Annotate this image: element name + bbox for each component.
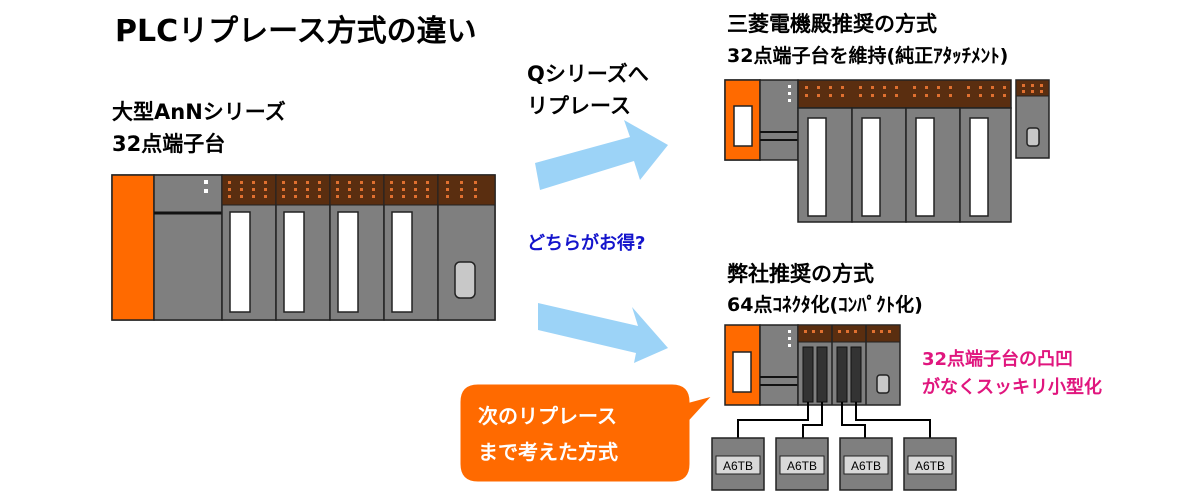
- lower-blue-arrow: [538, 303, 668, 363]
- question-text: どちらがお得?: [527, 233, 646, 254]
- terminal-block: A6TB: [711, 437, 765, 491]
- terminal-block-label: A6TB: [787, 459, 817, 473]
- led-indicators: [228, 181, 477, 198]
- power-module: [724, 324, 761, 406]
- terminal-attachment-modules: [797, 107, 1012, 223]
- power-module: [111, 174, 155, 321]
- callout-bubble: [459, 383, 714, 483]
- cpu-module: [759, 324, 799, 406]
- arrow-label-line2: リプレース: [527, 94, 631, 118]
- arrow-label-line1: Qシリーズへ: [527, 62, 649, 86]
- terminal-block-label: A6TB: [723, 459, 753, 473]
- benefit-note-line2: がなくスッキリ小型化: [922, 377, 1102, 398]
- q-series-terminal-attachment: [724, 79, 1050, 223]
- terminal-32pt-label: 32点端子台: [112, 132, 226, 156]
- connector-cables: [737, 402, 931, 438]
- page-title: PLCリプレース方式の違い: [115, 14, 477, 49]
- lower-method-title: 弊社推奨の方式: [727, 262, 874, 286]
- terminal-block: A6TB: [839, 437, 893, 491]
- ann-series-label: 大型AnNシリーズ: [112, 100, 286, 124]
- benefit-note-line1: 32点端子台の凸凹: [922, 349, 1074, 370]
- upper-method-detail: 32点端子台を維持(純正ｱﾀｯﾁﾒﾝﾄ): [727, 45, 1009, 67]
- io-modules-32pt: [221, 174, 496, 321]
- cpu-module: [759, 79, 799, 161]
- q-series-64pt-connector: [724, 324, 931, 438]
- cpu-module: [153, 174, 223, 321]
- terminal-block-label: A6TB: [851, 459, 881, 473]
- terminal-block: A6TB: [903, 437, 957, 491]
- terminal-block: A6TB: [775, 437, 829, 491]
- callout-line2: まで考えた方式: [478, 440, 618, 464]
- upper-method-title: 三菱電機殿推奨の方式: [727, 12, 937, 36]
- terminal-block-label: A6TB: [915, 459, 945, 473]
- ann-series-plc: [111, 174, 496, 321]
- lower-method-detail: 64点ｺﾈｸﾀ化(ｺﾝﾊﾟｸﾄ化): [727, 294, 923, 316]
- callout-line1: 次のリプレース: [478, 404, 617, 428]
- upper-blue-arrow: [535, 120, 668, 190]
- terminal-block-row: A6TB A6TB A6TB A6TB: [711, 437, 957, 491]
